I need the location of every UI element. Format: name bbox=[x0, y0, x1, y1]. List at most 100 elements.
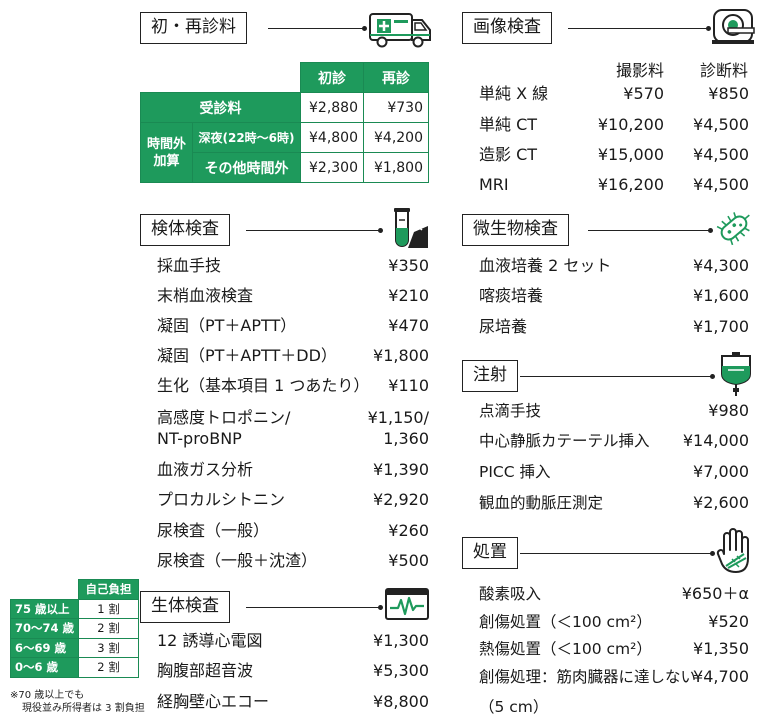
list-item-price: ¥210 bbox=[388, 286, 429, 305]
section-rule bbox=[588, 230, 712, 231]
list-item-price: ¥1,300 bbox=[373, 631, 429, 650]
list-item-price: ¥1,800 bbox=[373, 346, 429, 365]
list-item-name: 経胸壁心エコー bbox=[157, 692, 270, 711]
list-item-name: 創傷処置（＜100 cm²） bbox=[479, 613, 652, 631]
list-item-name: 胸腹部超音波 bbox=[157, 661, 254, 680]
fee-cell: ¥2,880 bbox=[300, 92, 364, 123]
section-title-chusha: 注射 bbox=[462, 360, 518, 392]
section-title-biseibutsu: 微生物検査 bbox=[462, 214, 569, 246]
gazou-item-name: 造影 CT bbox=[479, 145, 538, 164]
bacteria-icon bbox=[716, 212, 750, 246]
gazou-shindan-price: ¥850 bbox=[708, 84, 749, 103]
col-header-satsuei: 撮影料 bbox=[615, 61, 664, 80]
gazou-satsuei-price: ¥10,200 bbox=[597, 115, 664, 134]
copay-age: 0〜6 歳 bbox=[9, 657, 80, 678]
fee-cell: ¥730 bbox=[363, 92, 429, 123]
list-item-price: ¥470 bbox=[388, 316, 429, 335]
list-item-price: ¥1,350 bbox=[693, 639, 749, 658]
section-title-gazou: 画像検査 bbox=[462, 12, 552, 44]
section-rule-dot bbox=[378, 605, 383, 610]
fee-cell: ¥2,300 bbox=[300, 152, 364, 183]
gazou-item-name: 単純 X 線 bbox=[479, 84, 549, 103]
col-header-shindan: 診断料 bbox=[699, 61, 748, 80]
list-item-name: 12 誘導心電図 bbox=[157, 631, 263, 650]
gazou-satsuei-price: ¥570 bbox=[623, 84, 664, 103]
table-row: 75 歳以上 1 割 bbox=[9, 598, 140, 619]
list-item-name: 凝固（PT＋APTT＋DD） bbox=[157, 346, 337, 365]
row-label-night: 深夜(22時〜6時) bbox=[192, 122, 301, 153]
ecg-monitor-icon bbox=[385, 588, 429, 620]
overtime-label-2: 加算 bbox=[153, 153, 180, 169]
list-item-price: ¥1,150/ bbox=[367, 408, 429, 427]
section-rule-dot bbox=[378, 228, 383, 233]
list-item-price: ¥1,600 bbox=[693, 286, 749, 305]
copay-ratio: 3 割 bbox=[78, 637, 140, 658]
section-rule bbox=[246, 607, 382, 608]
col-header-revisit: 再診 bbox=[363, 62, 429, 93]
copay-age: 6〜69 歳 bbox=[9, 637, 80, 658]
section-title-shoshin: 初・再診料 bbox=[140, 12, 247, 44]
row-label-overtime: 時間外 加算 bbox=[140, 122, 193, 183]
list-item-name: 中心静脈カテーテル挿入 bbox=[479, 432, 650, 450]
list-item-name: NT-proBNP bbox=[157, 429, 242, 448]
copay-ratio: 2 割 bbox=[78, 657, 140, 678]
list-item-name: （5 cm） bbox=[479, 698, 549, 716]
list-item-name: 高感度トロポニン/ bbox=[157, 408, 291, 427]
section-rule-dot bbox=[710, 374, 715, 379]
list-item-price: ¥4,300 bbox=[693, 256, 749, 275]
copay-table: 自己負担 75 歳以上 1 割 70〜74 歳 2 割 6〜69 歳 3 割 0… bbox=[9, 579, 140, 678]
list-item-price: ¥7,000 bbox=[693, 462, 749, 481]
list-item-name: 凝固（PT＋APTT） bbox=[157, 316, 297, 335]
fee-cell: ¥4,800 bbox=[300, 122, 364, 153]
gazou-shindan-price: ¥4,500 bbox=[693, 115, 749, 134]
list-item-price: ¥4,700 bbox=[693, 667, 749, 686]
table-row: 0〜6 歳 2 割 bbox=[9, 657, 140, 678]
fee-cell: ¥4,200 bbox=[363, 122, 429, 153]
list-item-name: 血液ガス分析 bbox=[157, 460, 254, 479]
list-item-name: 点滴手技 bbox=[479, 402, 542, 420]
list-item-name: 観血的動脈圧測定 bbox=[479, 494, 604, 512]
test-tube-icon bbox=[394, 208, 428, 248]
list-item-price: ¥350 bbox=[388, 256, 429, 275]
list-item-name: 創傷処理：筋肉臓器に達しない bbox=[479, 668, 697, 686]
list-item-price: ¥650＋α bbox=[681, 584, 749, 603]
list-item-price: ¥980 bbox=[708, 401, 749, 420]
gazou-shindan-price: ¥4,500 bbox=[693, 145, 749, 164]
list-item-name: プロカルシトニン bbox=[157, 490, 286, 509]
list-item-name: 尿検査（一般） bbox=[157, 521, 270, 540]
copay-age: 70〜74 歳 bbox=[9, 618, 80, 639]
list-item-name: PICC 挿入 bbox=[479, 463, 551, 481]
list-item-name: 喀痰培養 bbox=[479, 286, 544, 305]
copay-ratio: 2 割 bbox=[78, 618, 140, 639]
list-item-name: 尿培養 bbox=[479, 317, 528, 336]
list-item-price: ¥1,700 bbox=[693, 317, 749, 336]
copay-note: ※70 歳以上でも 現役並み所得者は 3 割負担 bbox=[10, 689, 145, 715]
gazou-item-name: 単純 CT bbox=[479, 115, 538, 134]
table-row: 6〜69 歳 3 割 bbox=[9, 637, 140, 658]
gazou-satsuei-price: ¥16,200 bbox=[597, 175, 664, 194]
section-title-shochi: 処置 bbox=[462, 537, 518, 569]
section-rule-dot bbox=[710, 551, 715, 556]
gazou-shindan-price: ¥4,500 bbox=[693, 175, 749, 194]
section-rule bbox=[246, 230, 382, 231]
gazou-item-name: MRI bbox=[479, 175, 509, 194]
list-item-price: ¥5,300 bbox=[373, 661, 429, 680]
section-rule-dot bbox=[706, 26, 711, 31]
copay-note-line-1: ※70 歳以上でも bbox=[10, 690, 85, 701]
list-item-price: ¥2,920 bbox=[373, 490, 429, 509]
list-item-name: 酸素吸入 bbox=[479, 585, 542, 603]
list-item-price: ¥8,800 bbox=[373, 692, 429, 711]
overtime-label-1: 時間外 bbox=[146, 136, 186, 152]
ct-scanner-icon bbox=[712, 9, 755, 44]
section-rule bbox=[568, 28, 710, 29]
bandaged-hand-icon bbox=[716, 528, 749, 573]
copay-header: 自己負担 bbox=[78, 579, 140, 600]
list-item-price: ¥1,390 bbox=[373, 460, 429, 479]
iv-bag-icon bbox=[721, 352, 751, 396]
list-item-name: 熱傷処置（＜100 cm²） bbox=[479, 640, 652, 658]
consultation-fee-table: 初診 再診 受診料 ¥2,880 ¥730 時間外 加算 深夜(22時〜6時) … bbox=[140, 62, 429, 183]
fee-cell: ¥1,800 bbox=[363, 152, 429, 183]
table-row: 70〜74 歳 2 割 bbox=[9, 618, 140, 639]
list-item-name: 採血手技 bbox=[157, 256, 222, 275]
list-item-price: ¥500 bbox=[388, 551, 429, 570]
